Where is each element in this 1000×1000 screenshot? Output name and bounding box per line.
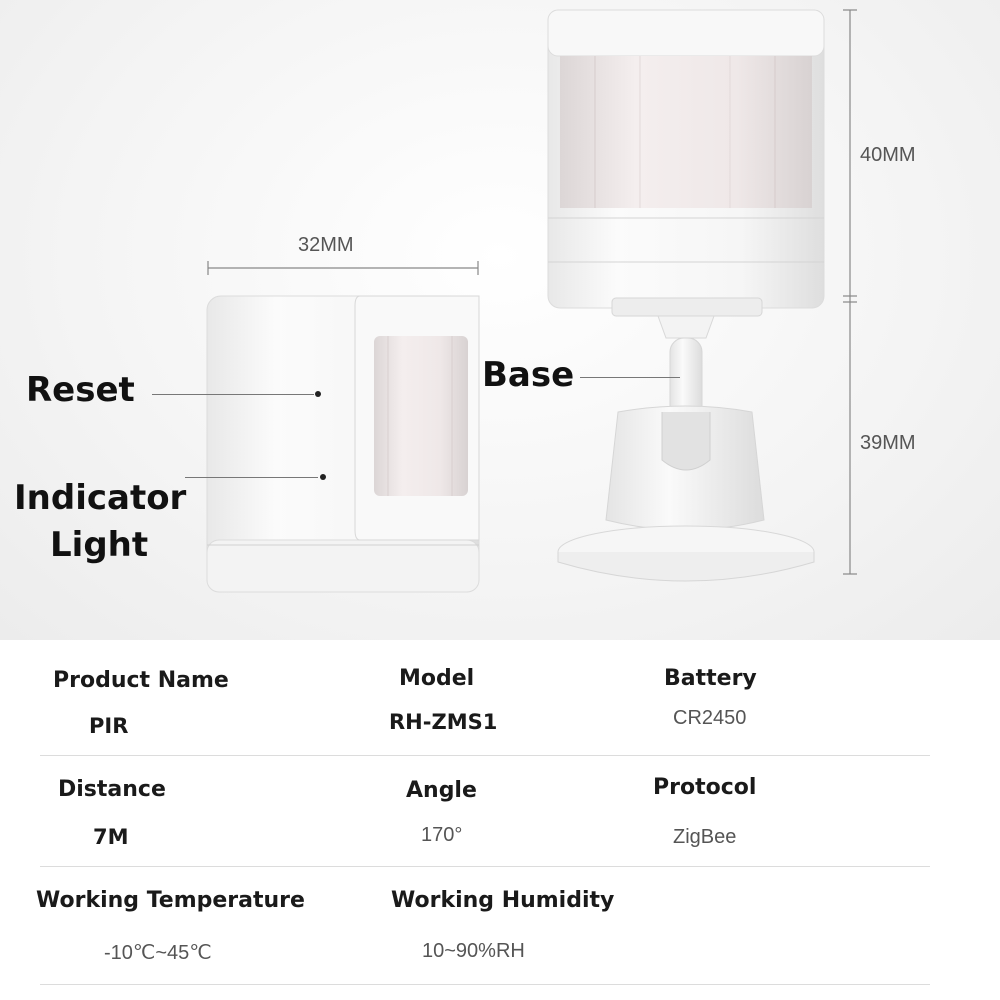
indicator-label-line2: Light <box>50 525 149 565</box>
working-temperature-label: Working Temperature <box>36 888 305 913</box>
product-illustration <box>206 9 857 593</box>
working-humidity-label: Working Humidity <box>391 888 615 913</box>
sensor-front-view <box>206 295 480 593</box>
working-temperature-value: -10℃~45℃ <box>104 942 212 964</box>
protocol-value: ZigBee <box>673 826 737 848</box>
battery-label: Battery <box>664 666 757 691</box>
top-height-label: 40MM <box>860 144 916 166</box>
working-humidity-value: 10~90%RH <box>422 940 525 962</box>
angle-label: Angle <box>406 778 477 803</box>
indicator-light <box>320 474 326 480</box>
angle-value: 170° <box>421 824 463 846</box>
model-label: Model <box>399 666 475 691</box>
reset-hole <box>315 391 321 397</box>
product-name-label: Product Name <box>53 668 229 693</box>
reset-label: Reset <box>26 370 135 410</box>
distance-label: Distance <box>58 777 166 802</box>
product-photo <box>0 0 1000 640</box>
reset-callout-line <box>152 394 314 395</box>
width-dimension-line <box>207 261 479 275</box>
table-divider <box>40 866 930 867</box>
height-dimension-line <box>843 9 857 575</box>
table-divider <box>40 984 930 985</box>
bottom-height-label: 39MM <box>860 432 916 454</box>
table-divider <box>40 755 930 756</box>
indicator-callout-line <box>185 477 318 478</box>
width-dimension-label: 32MM <box>298 234 354 256</box>
battery-value: CR2450 <box>673 707 747 729</box>
base-label: Base <box>482 355 575 395</box>
distance-value: 7M <box>93 825 129 849</box>
base-callout-line <box>580 377 680 378</box>
product-name-value: PIR <box>89 714 129 738</box>
indicator-label-line1: Indicator <box>14 478 187 518</box>
protocol-label: Protocol <box>653 775 757 800</box>
sensor-with-stand <box>547 9 825 582</box>
model-value: RH-ZMS1 <box>389 710 498 734</box>
